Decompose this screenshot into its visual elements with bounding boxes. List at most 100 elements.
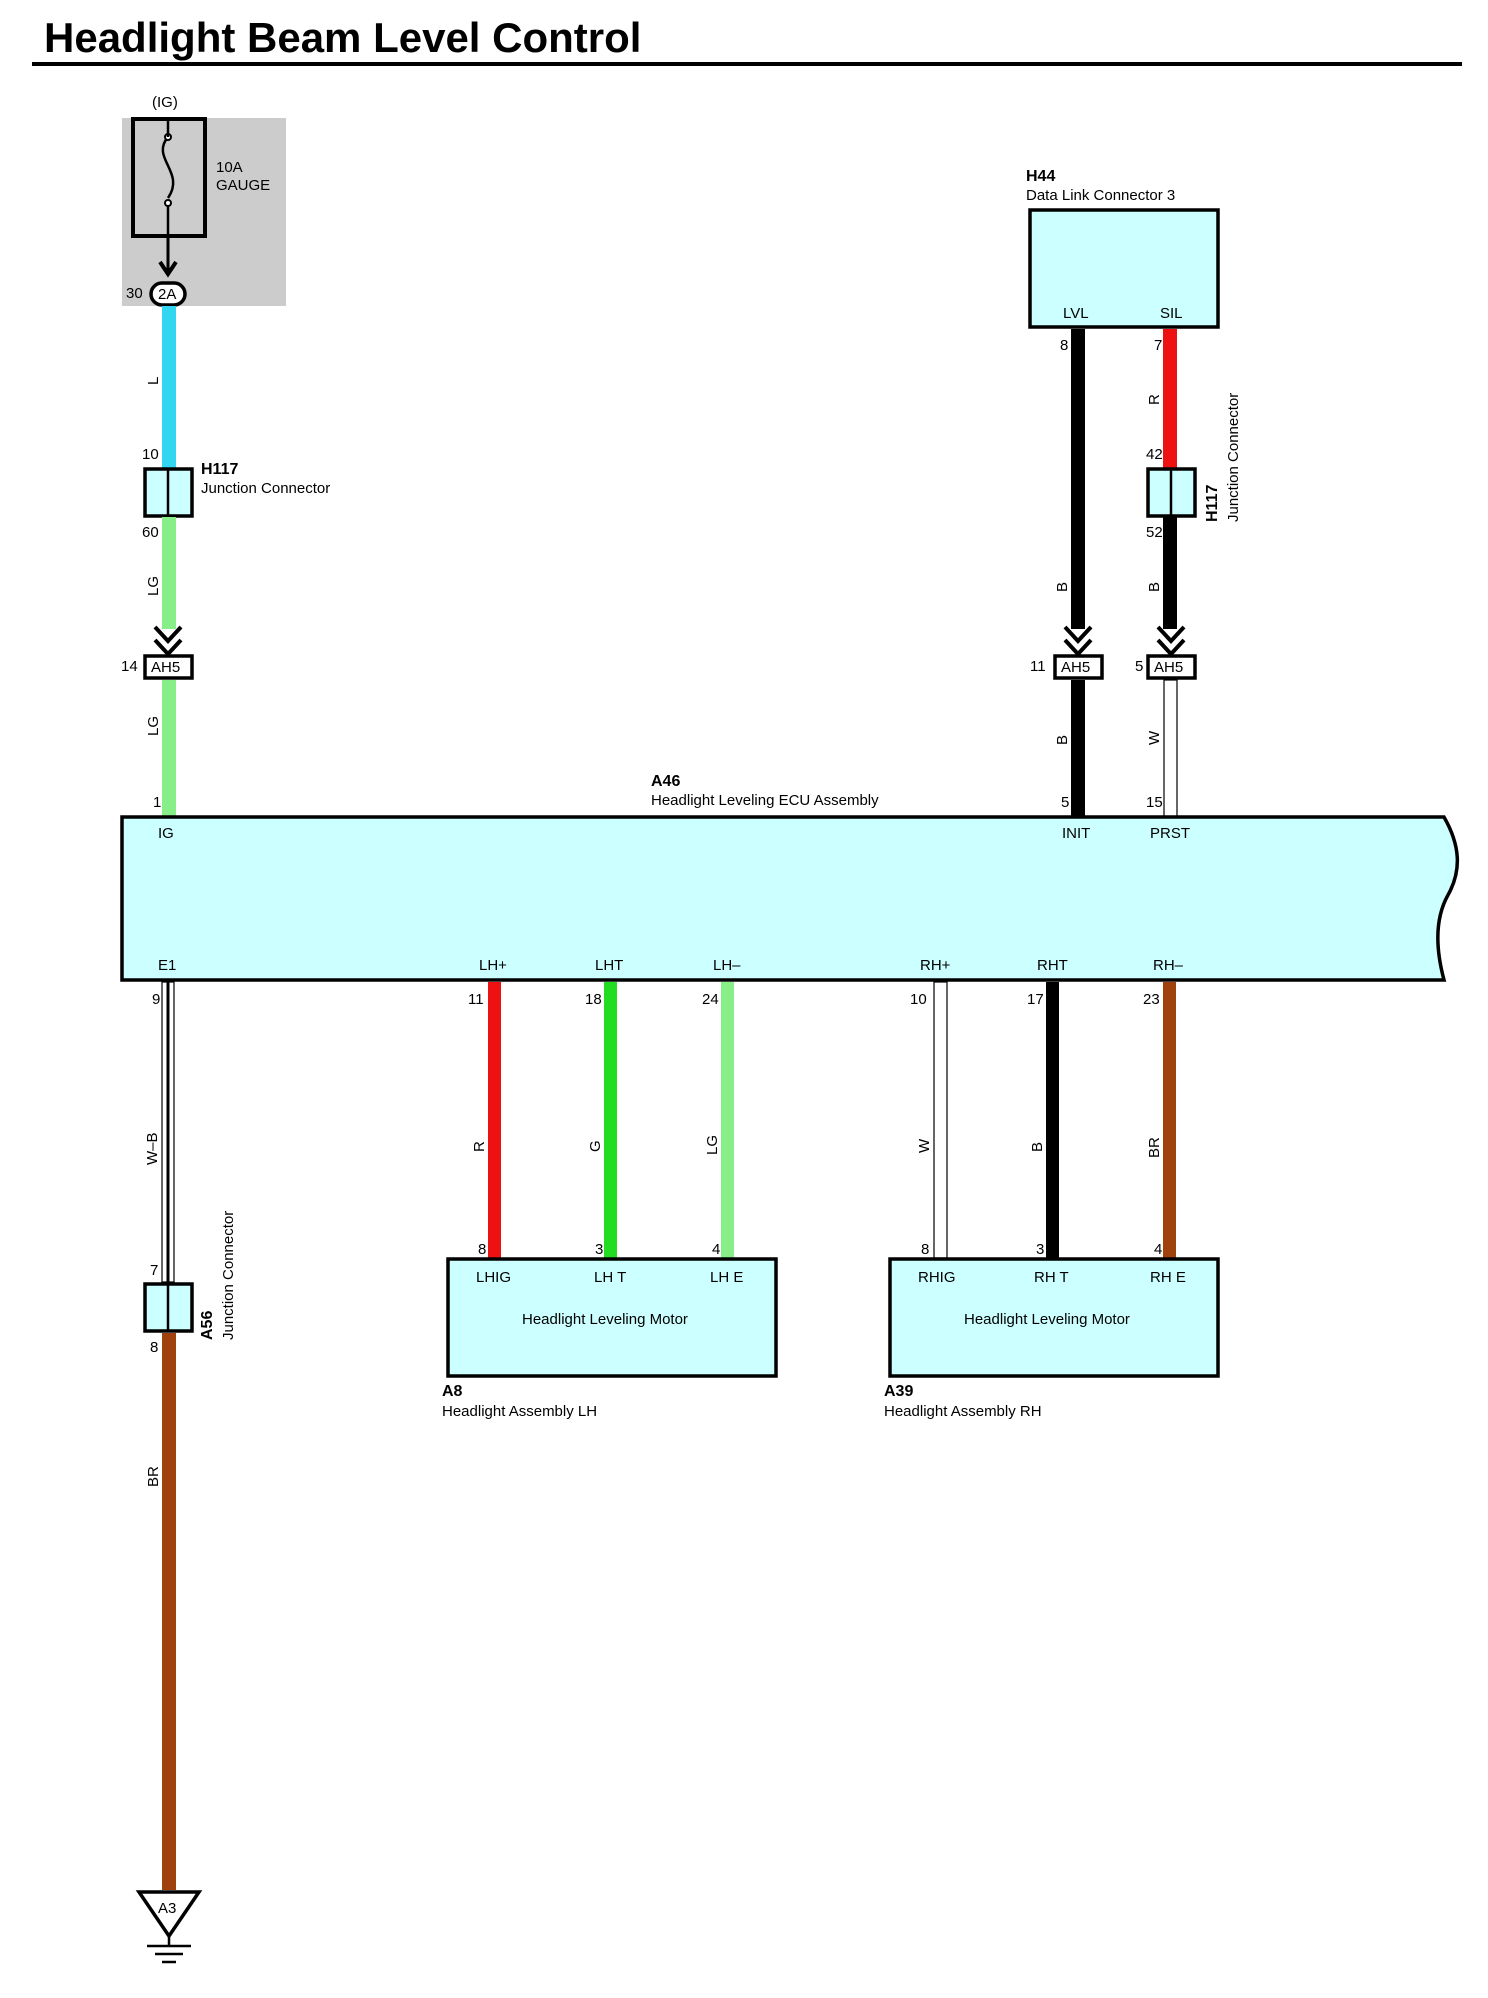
arrow-down-icon bbox=[158, 260, 178, 278]
wire-rh-minus-code: BR bbox=[1146, 1137, 1163, 1158]
connector-2a bbox=[149, 281, 187, 307]
wire-sil-red bbox=[1163, 329, 1177, 469]
motor-lh-pin-lhig: 8 bbox=[478, 1241, 486, 1258]
fuse-element-icon bbox=[161, 136, 175, 199]
ah5-pin-prst: 5 bbox=[1135, 658, 1143, 675]
wire-br-ground bbox=[162, 1333, 176, 1890]
ecu-term-ig: IG bbox=[158, 825, 174, 842]
wire-ground-code: BR bbox=[145, 1466, 162, 1487]
ecu-pin-lh-minus: 24 bbox=[702, 991, 719, 1008]
wire-sil-white bbox=[1163, 679, 1178, 818]
h117-right-code: H117 bbox=[1204, 485, 1221, 522]
wire-sil-upper-code: R bbox=[1146, 394, 1163, 405]
motor-rh-pin-rhig: 8 bbox=[921, 1241, 929, 1258]
wire-l bbox=[162, 306, 176, 468]
ecu-pin-lht: 18 bbox=[585, 991, 602, 1008]
ecu-term-init: INIT bbox=[1062, 825, 1090, 842]
a56-code: A56 bbox=[199, 1311, 216, 1340]
wire-sil-black bbox=[1163, 517, 1177, 629]
wire-lh-minus bbox=[721, 982, 734, 1258]
motor-rh-term-rhig: RHIG bbox=[918, 1269, 956, 1286]
motor-lh-term-lhe: LH E bbox=[710, 1269, 743, 1286]
title-underline bbox=[32, 62, 1462, 66]
motor-lh-code: A8 bbox=[442, 1383, 463, 1400]
wire-ig-mid-code: LG bbox=[145, 576, 162, 596]
h117-left-pin-bottom: 60 bbox=[142, 524, 159, 541]
motor-rh-code: A39 bbox=[884, 1383, 913, 1400]
page-title: Headlight Beam Level Control bbox=[44, 14, 641, 61]
wire-rh-plus-code: W bbox=[916, 1138, 933, 1153]
ah5-pin-init: 11 bbox=[1030, 658, 1046, 675]
wire-sil-mid-code: B bbox=[1146, 582, 1163, 592]
wire-lh-plus bbox=[488, 982, 501, 1258]
ecu-term-lht: LHT bbox=[595, 957, 623, 974]
wire-rht-code: B bbox=[1029, 1142, 1046, 1152]
a56-pin-bottom: 8 bbox=[150, 1339, 158, 1356]
connector-2a-label: 2A bbox=[158, 286, 176, 303]
ecu-pin-e1: 9 bbox=[152, 991, 160, 1008]
ah5-connector-ig bbox=[143, 654, 194, 680]
h44-pin-lvl: 8 bbox=[1060, 337, 1068, 354]
fuse-pin: 30 bbox=[126, 285, 143, 302]
ecu-name: Headlight Leveling ECU Assembly bbox=[651, 792, 879, 809]
wire-lvl-lower-code: B bbox=[1054, 735, 1071, 745]
wire-lht-code: G bbox=[587, 1140, 604, 1152]
ecu-pin-init: 5 bbox=[1061, 794, 1069, 811]
ecu-pin-rht: 17 bbox=[1027, 991, 1044, 1008]
wire-ig-upper-code: L bbox=[145, 377, 162, 385]
double-arrow-icon bbox=[1063, 625, 1093, 657]
ah5-connector-prst bbox=[1146, 654, 1197, 680]
motor-rh-name: Headlight Assembly RH bbox=[884, 1403, 1042, 1420]
wire-ig-lower-code: LG bbox=[145, 716, 162, 736]
ah5-connector-init bbox=[1053, 654, 1104, 680]
motor-lh-term-lhig: LHIG bbox=[476, 1269, 511, 1286]
h44-term-lvl: LVL bbox=[1063, 305, 1089, 322]
h117-left-name: Junction Connector bbox=[201, 480, 330, 497]
motor-lh-pin-lht: 3 bbox=[595, 1241, 603, 1258]
motor-rh-label: Headlight Leveling Motor bbox=[964, 1311, 1130, 1328]
ah5-label-init: AH5 bbox=[1061, 659, 1090, 676]
ecu-code: A46 bbox=[651, 773, 680, 790]
wire-lvl-upper bbox=[1071, 329, 1085, 629]
h117-left-pin-top: 10 bbox=[142, 446, 159, 463]
wire-lg-upper bbox=[162, 517, 176, 629]
a56-pin-top: 7 bbox=[150, 1262, 158, 1279]
ah5-pin-ig: 14 bbox=[121, 658, 138, 675]
h117-left-code: H117 bbox=[201, 461, 238, 478]
wire-sil-lower-code: W bbox=[1146, 730, 1163, 745]
ah5-label-prst: AH5 bbox=[1154, 659, 1183, 676]
fuse-rating: 10A bbox=[216, 159, 243, 176]
h44-term-sil: SIL bbox=[1160, 305, 1183, 322]
ecu-term-rht: RHT bbox=[1037, 957, 1068, 974]
wire-lht bbox=[604, 982, 617, 1258]
ground-triangle bbox=[135, 1890, 203, 1940]
fuse-name: GAUGE bbox=[216, 177, 270, 194]
wire-lg-lower bbox=[162, 680, 176, 817]
motor-lh-label: Headlight Leveling Motor bbox=[522, 1311, 688, 1328]
a56-name: Junction Connector bbox=[220, 1211, 237, 1340]
ecu-body bbox=[120, 815, 1459, 982]
ecu-term-rh-minus: RH– bbox=[1153, 957, 1184, 974]
double-arrow-icon bbox=[153, 625, 183, 657]
ecu-pin-lh-plus: 11 bbox=[468, 991, 484, 1008]
double-arrow-icon bbox=[1156, 625, 1186, 657]
ecu-term-lh-plus: LH+ bbox=[479, 957, 507, 974]
wire-lh-minus-code: LG bbox=[704, 1135, 721, 1155]
motor-lh-term-lht: LH T bbox=[594, 1269, 626, 1286]
ecu-term-e1: E1 bbox=[158, 957, 176, 974]
h117-right-pin-bottom: 52 bbox=[1146, 524, 1163, 541]
motor-rh-pin-rhe: 4 bbox=[1154, 1241, 1162, 1258]
motor-rh-box bbox=[888, 1257, 1220, 1378]
motor-rh-term-rht: RH T bbox=[1034, 1269, 1069, 1286]
ecu-pin-rh-plus: 10 bbox=[910, 991, 927, 1008]
h44-pin-sil: 7 bbox=[1154, 337, 1162, 354]
motor-lh-name: Headlight Assembly LH bbox=[442, 1403, 597, 1420]
h44-name: Data Link Connector 3 bbox=[1026, 187, 1175, 204]
ecu-term-lh-minus: LH– bbox=[713, 957, 741, 974]
h44-code: H44 bbox=[1026, 168, 1055, 185]
motor-rh-term-rhe: RH E bbox=[1150, 1269, 1186, 1286]
ecu-term-prst: PRST bbox=[1150, 825, 1190, 842]
h117-right-name: Junction Connector bbox=[1225, 393, 1242, 522]
wire-lvl-upper-code: B bbox=[1054, 582, 1071, 592]
